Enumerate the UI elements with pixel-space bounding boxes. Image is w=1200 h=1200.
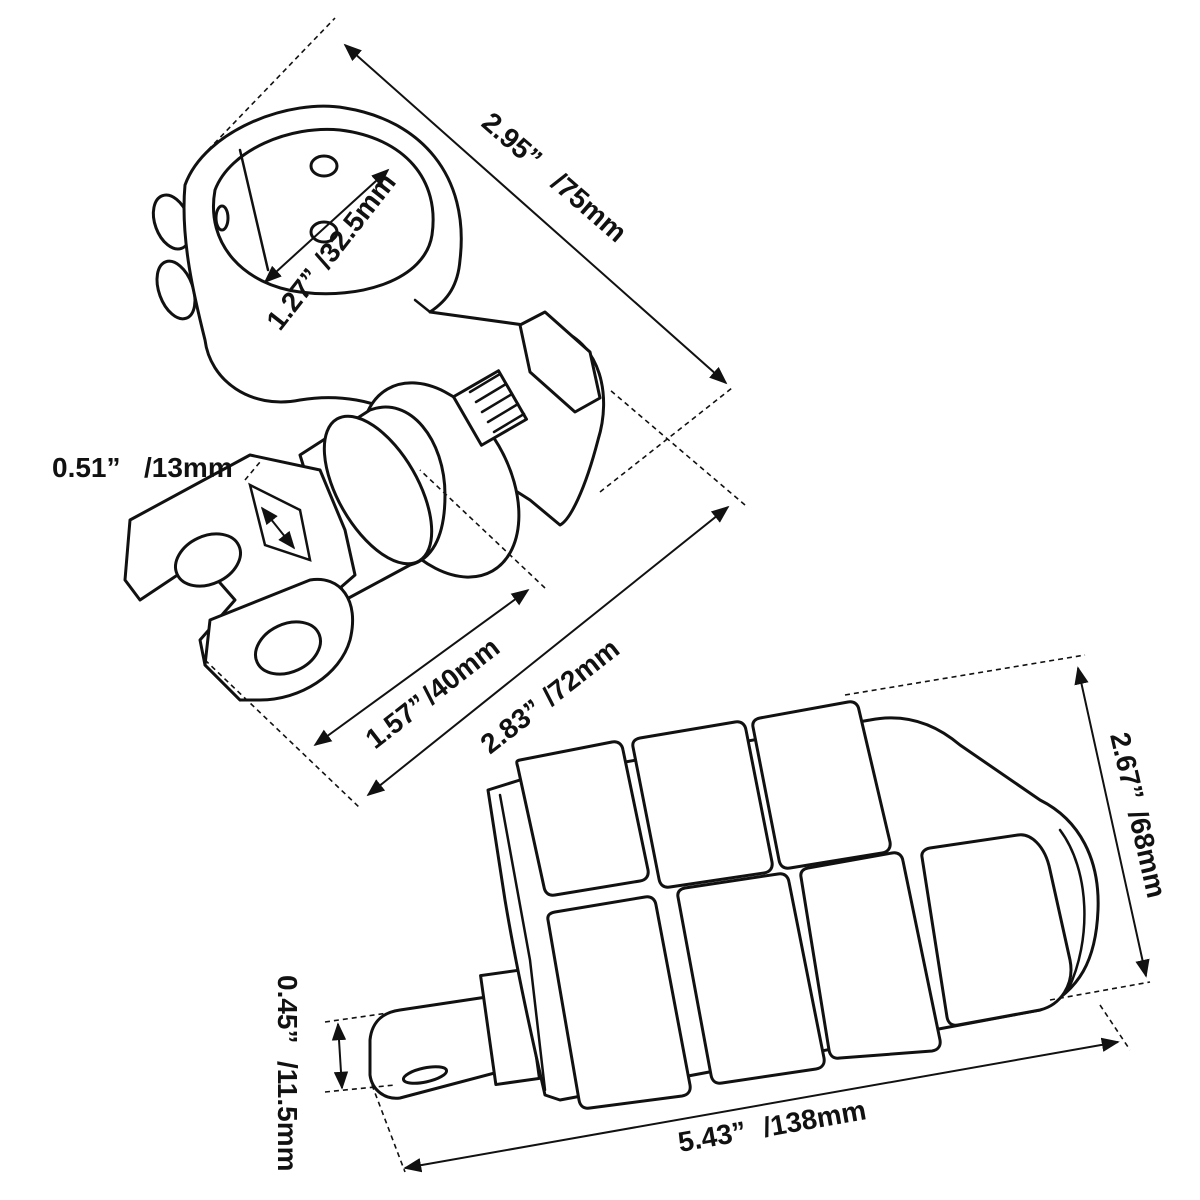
label-clamp-length: 2.95” /75mm xyxy=(476,106,633,248)
label-mount-total-metric: /72mm xyxy=(536,633,625,712)
label-clamp-length-metric: /75mm xyxy=(545,166,632,248)
clamp-dimension-lines xyxy=(204,17,746,809)
label-peg-width-imperial: 2.67” xyxy=(1104,729,1150,803)
label-mount-offset-imperial: 1.57” xyxy=(360,688,433,755)
label-clevis-slot-imperial: 0.51” xyxy=(52,452,121,483)
label-clevis-slot: 0.51” /13mm xyxy=(52,452,233,483)
clevis-slot xyxy=(248,482,312,562)
label-clevis-slot-metric: /13mm xyxy=(144,452,233,483)
rubber-pad xyxy=(920,833,1073,1027)
label-peg-tab-metric: /11.5mm xyxy=(272,1061,303,1172)
rubber-pad xyxy=(515,740,650,897)
clamp-hole-side xyxy=(214,204,230,232)
threaded-stud xyxy=(451,369,529,447)
label-mount-offset-metric: /40mm xyxy=(416,631,505,710)
label-mount-total-imperial: 2.83” xyxy=(475,693,548,760)
label-peg-tab: 0.45” /11.5mm xyxy=(272,975,303,1172)
clamp-hole-top xyxy=(309,154,339,178)
clamp-bore xyxy=(212,127,435,296)
clamp-split-line xyxy=(238,148,270,272)
peg-dimension-lines xyxy=(324,654,1151,1173)
label-peg-width: 2.67” /68mm xyxy=(1104,729,1172,900)
rubber-pad xyxy=(751,700,892,870)
label-peg-length-imperial: 5.43” xyxy=(676,1115,749,1157)
rubber-pad xyxy=(631,720,774,889)
clevis-hole-upper xyxy=(174,532,242,588)
label-clamp-length-imperial: 2.95” xyxy=(476,106,548,174)
foot-peg-drawing xyxy=(368,700,1100,1110)
label-peg-tab-imperial: 0.45” xyxy=(272,975,303,1044)
label-peg-width-metric: /68mm xyxy=(1122,807,1172,900)
